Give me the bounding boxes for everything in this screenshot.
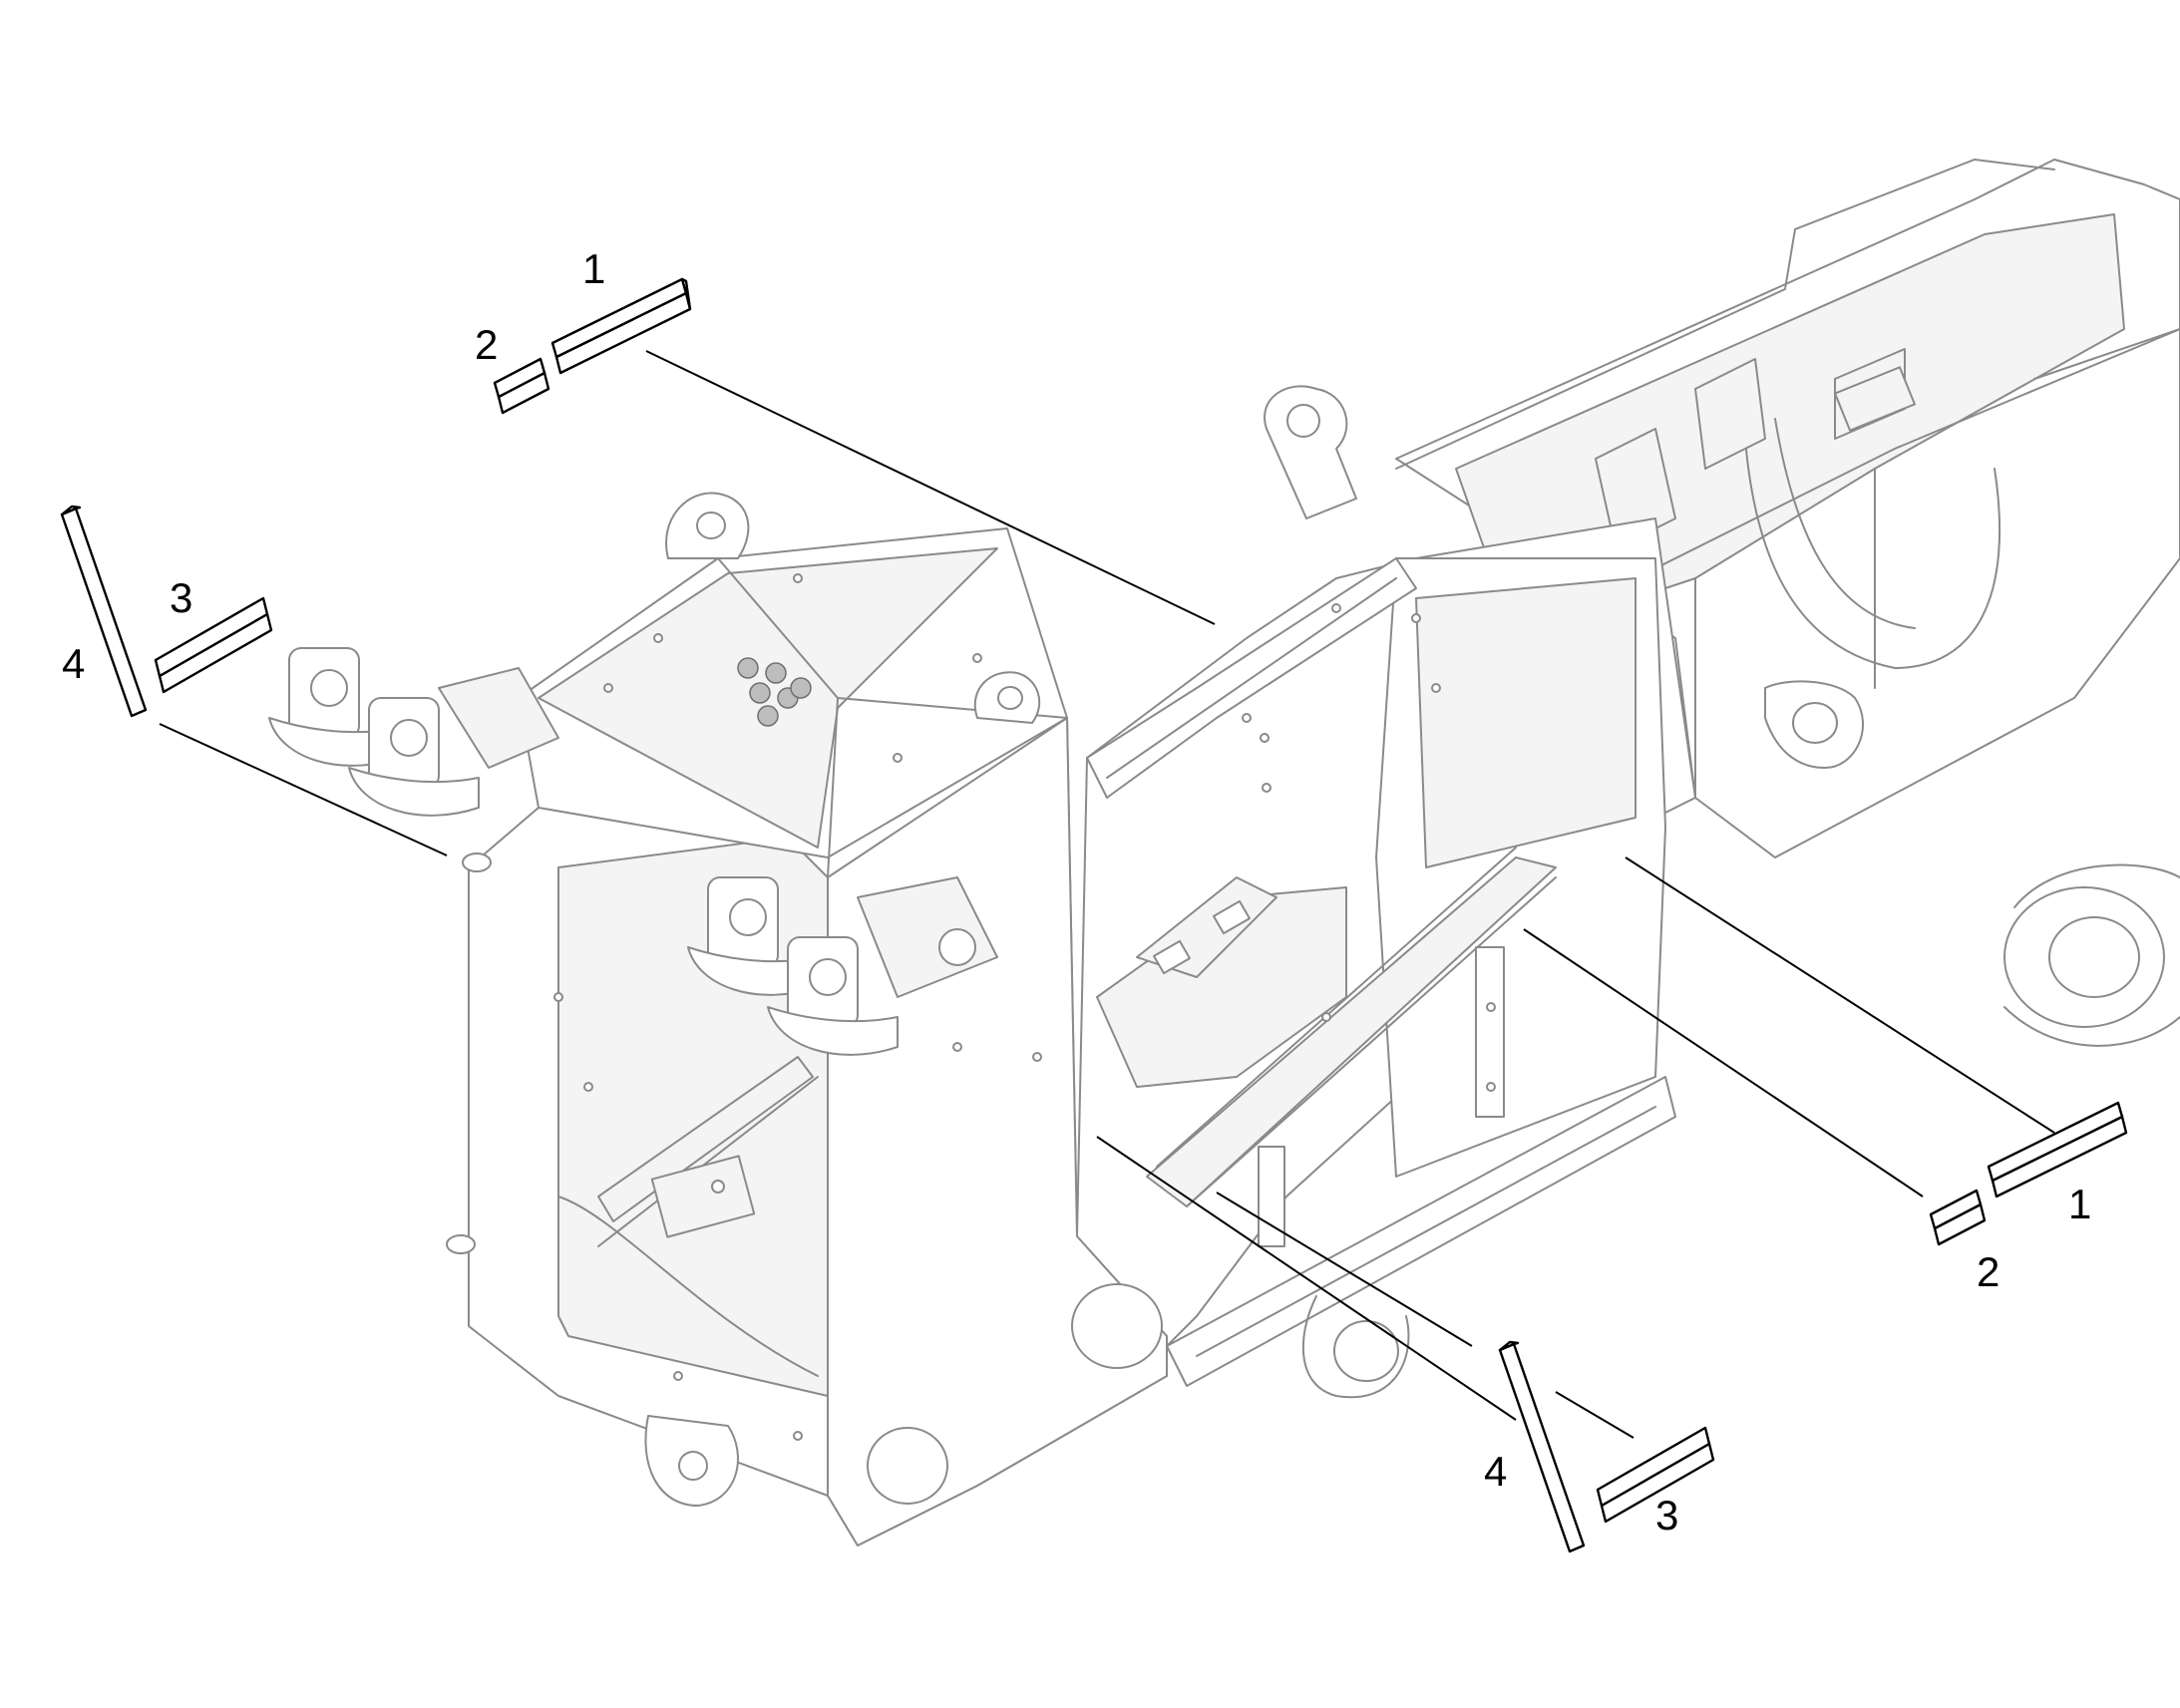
callout-top-item2: 2 <box>475 321 498 368</box>
callout-bottom-item3: 3 <box>1655 1492 1678 1538</box>
leader-bottom-3 <box>1216 1192 1473 1347</box>
strip-item1-top <box>550 277 692 375</box>
strip-item3-bottom <box>1596 1426 1715 1524</box>
top-bolt-cluster <box>737 657 812 727</box>
leader-right-2 <box>1523 928 1924 1197</box>
leader-right-1 <box>1625 856 2055 1134</box>
center-bolt-holes <box>1242 603 1496 1092</box>
callout-right-item1: 1 <box>2068 1181 2091 1227</box>
callout-right-item2: 2 <box>1977 1248 1999 1295</box>
front-frame-section <box>268 492 1399 1546</box>
callout-bottom-item4: 4 <box>1484 1448 1507 1495</box>
strip-item2-right <box>1929 1189 1987 1246</box>
center-chassis-section <box>1076 385 1865 1399</box>
hinge-mount-right <box>687 876 998 1056</box>
callout-left-item4: 4 <box>62 640 85 687</box>
leader-bottom-4 <box>1096 1136 1517 1421</box>
leader-bottom-3b <box>1555 1391 1635 1439</box>
strip-item3-left <box>154 596 273 694</box>
strip-item1-right <box>1987 1101 2128 1198</box>
hinge-mount-left <box>268 647 559 817</box>
callout-top-item1: 1 <box>582 245 605 292</box>
front-frame-bolt-holes <box>553 573 1042 1441</box>
leader-lines <box>159 350 2055 1439</box>
leader-top <box>645 350 1216 625</box>
strip-item4-bottom <box>1498 1340 1586 1553</box>
leader-left <box>159 723 448 856</box>
strip-item4-left <box>60 505 148 718</box>
callout-left-item3: 3 <box>170 574 192 621</box>
strip-item2-top <box>493 357 550 415</box>
